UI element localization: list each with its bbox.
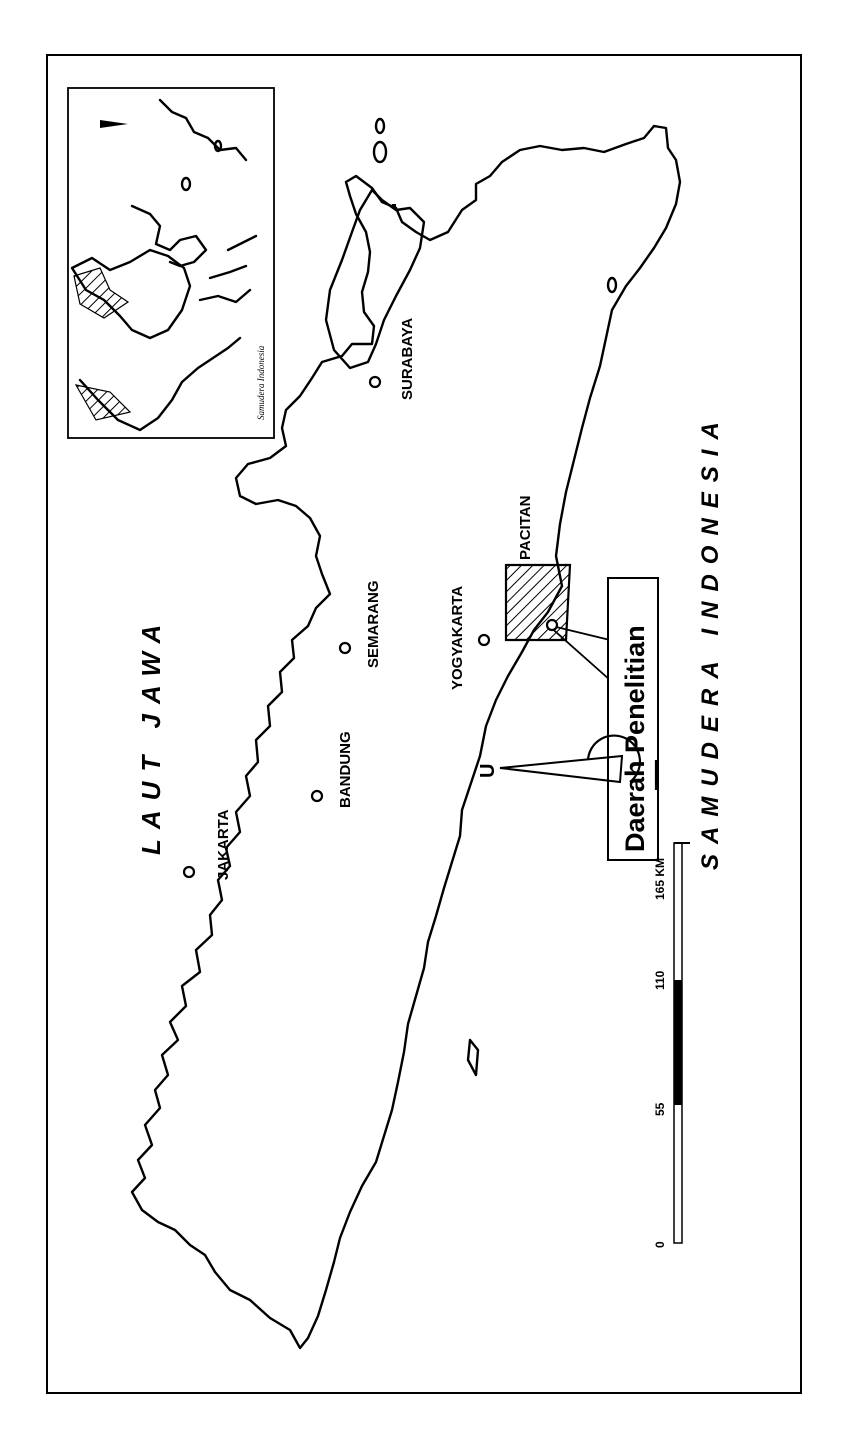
java-coastline [130,124,682,1350]
city-label-surabaya: SURABAYA [399,318,416,400]
inset-java-hatched [73,267,130,319]
scale-bar [673,842,690,1244]
map-frame [46,54,802,1394]
city-dot-pacitan [545,618,559,632]
study-area-label-box [607,577,659,861]
sea-label-samudera-indonesia: SAMUDERA INDONESIA [697,412,724,870]
inset-caption: Samudera Indonesia [256,345,266,420]
city-label-yogyakarta: YOGYAKARTA [449,586,466,690]
scale-tick-0: 0 [653,1241,667,1248]
city-dot-semarang [338,641,352,655]
north-arrow-label: U [477,764,499,778]
city-dot-bandung [310,789,324,803]
city-dot-jakarta [182,865,196,879]
leader-line [547,624,611,681]
city-label-semarang: SEMARANG [365,580,382,668]
inset-north-arrow-icon [100,120,128,128]
scale-tick-55: 55 [653,1102,667,1116]
sea-label-laut-jawa: LAUT JAWA [136,615,166,855]
inset-sulawesi [130,204,208,268]
city-label-jakarta: JAKARTA [215,809,232,880]
scale-tick-110: 110 [653,970,667,990]
city-dot-surabaya [368,375,382,389]
city-label-pacitan: PACITAN [517,496,534,560]
inset-sumatra-hatched [74,384,132,421]
inset-island [213,139,223,153]
island [392,204,396,208]
island [606,276,618,294]
island [372,140,388,164]
north-arrow-icon [499,734,658,790]
leader-line [547,624,611,641]
city-label-bandung: BANDUNG [337,731,354,808]
island [374,117,386,135]
inset-island [180,176,192,192]
city-dot-yogyakarta [477,633,491,647]
madura-island [324,188,426,370]
inset-map: Samudera Indonesia [67,87,275,439]
island [466,1038,480,1077]
inset-philippines [158,98,248,162]
inset-islands [198,234,258,304]
scale-tick-165: 165 KM [653,858,667,900]
